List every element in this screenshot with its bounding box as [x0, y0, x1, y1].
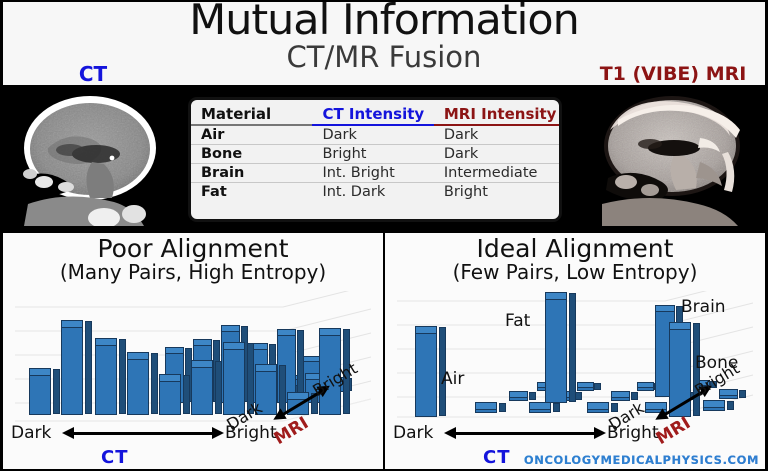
cell-ct: Int. Bright [312, 163, 434, 183]
cell-mri: Dark [433, 125, 559, 145]
x-axis-ideal: Dark Bright [385, 423, 765, 447]
x-axis-right-label: Bright [607, 423, 659, 443]
page-subtitle: CT/MR Fusion [286, 40, 482, 74]
bar-3d-peak-bone [669, 322, 700, 417]
table-row: Brain Int. Bright Intermediate [191, 163, 559, 183]
mri-image-panel [588, 86, 760, 226]
chart-title: Ideal Alignment [476, 234, 674, 263]
bar-label-brain: Brain [681, 297, 726, 317]
sagittal-ct-brain-image [8, 86, 176, 226]
ct-image-label: CT [78, 62, 108, 86]
y-axis-left-label: Dark [223, 398, 266, 434]
bar-3d [191, 360, 222, 415]
bar-label-fat: Fat [505, 311, 531, 331]
cell-ct: Dark [312, 125, 434, 145]
table-row: Air Dark Dark [191, 125, 559, 145]
y-axis-mri-poor: Dark Bright MRI [223, 359, 387, 449]
bar-label-air: Air [441, 369, 465, 389]
plot-area-poor [15, 291, 371, 431]
column-header-material: Material [191, 104, 313, 126]
bar-3d-baseline [719, 389, 746, 399]
cell-ct: Int. Dark [322, 184, 386, 200]
x-axis-poor: Dark Bright [3, 423, 383, 447]
bar-label-bone: Bone [695, 353, 739, 373]
cell-mri: Intermediate [433, 163, 559, 183]
cell-ct: Bright [312, 144, 434, 164]
x-axis-left-label: Dark [393, 423, 434, 443]
table-row: Fat Int. Dark Bright [191, 183, 559, 202]
watermark: ONCOLOGYMEDICALPHYSICS.COM [523, 453, 759, 467]
header-bar: Mutual Information CT/MR Fusion [3, 0, 765, 85]
chart-subtitle: (Few Pairs, Low Entropy) [452, 260, 698, 284]
chart-subtitle: (Many Pairs, High Entropy) [59, 260, 327, 284]
cell-material: Fat [201, 184, 227, 200]
y-axis-mri-ideal: Dark Bright MRI [605, 359, 768, 449]
x-axis-arrow-icon [444, 427, 606, 439]
chart-poor-alignment: Poor Alignment (Many Pairs, High Entropy… [3, 233, 383, 469]
ct-image-panel [8, 86, 176, 226]
bar-3d-peak-fat [545, 292, 576, 403]
bar-3d-baseline [611, 391, 638, 401]
bar-3d-baseline [475, 402, 506, 413]
cell-mri: Dark [433, 144, 559, 164]
cell-material: Bone [191, 144, 313, 164]
chart-ideal-alignment: Ideal Alignment (Few Pairs, Low Entropy) [385, 233, 765, 469]
sagittal-t1-mri-brain-image [588, 86, 760, 226]
bar-3d [223, 342, 254, 415]
bar-3d-baseline [577, 382, 601, 391]
bar-3d-baseline [587, 402, 618, 413]
plot-area-ideal: Air Fat Brain Bone [397, 291, 753, 431]
table-header-row: Material CT Intensity MRI Intensity [191, 104, 559, 126]
x-axis-name-ct: CT [101, 447, 129, 468]
bar-3d [95, 338, 126, 415]
bar-3d-baseline [703, 400, 734, 411]
bar-3d [159, 374, 190, 415]
x-axis-left-label: Dark [11, 423, 52, 443]
x-axis-right-label: Bright [225, 423, 277, 443]
bar-3d-peak-air [415, 326, 446, 417]
cell-mri: Bright [443, 184, 488, 200]
cell-material: Air [191, 125, 313, 145]
mri-image-label: T1 (VIBE) MRI [599, 63, 747, 85]
column-header-ct-intensity: CT Intensity [312, 104, 434, 126]
bar-3d [255, 364, 286, 415]
x-axis-arrow-icon [62, 427, 224, 439]
bar-3d-baseline [529, 402, 560, 413]
table-row: Bone Bright Dark [191, 144, 559, 164]
material-intensity-table: Material CT Intensity MRI Intensity Air … [188, 97, 562, 222]
bar-3d [61, 320, 92, 415]
column-header-mri-intensity: MRI Intensity [433, 104, 559, 126]
page-title: Mutual Information [189, 0, 579, 44]
bar-3d [127, 352, 158, 415]
bar-3d [29, 368, 60, 415]
bar-3d-baseline [509, 391, 536, 401]
cell-material: Brain [191, 163, 313, 183]
y-axis-left-label: Dark [605, 398, 648, 434]
x-axis-name-ct: CT [483, 447, 511, 468]
chart-title: Poor Alignment [97, 234, 289, 263]
